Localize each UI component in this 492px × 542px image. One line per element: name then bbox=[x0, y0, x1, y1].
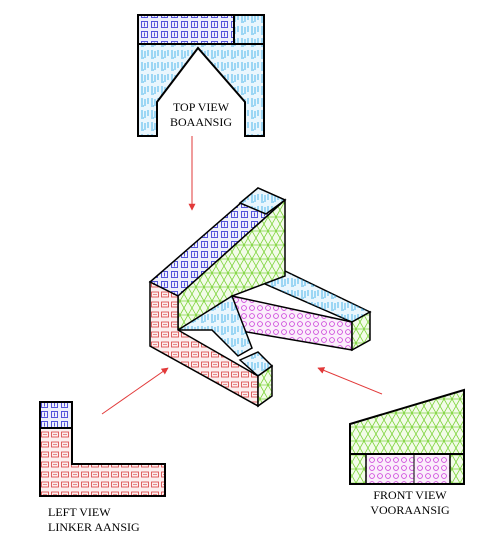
left-view-outline bbox=[39, 401, 166, 497]
top-view-outline bbox=[137, 14, 265, 137]
iso-right-arm-end-hatch bbox=[351, 310, 371, 352]
front-view-magenta-hatch bbox=[366, 454, 450, 484]
top-view-label-en: TOP VIEW bbox=[173, 100, 230, 114]
isometric-object bbox=[148, 187, 372, 408]
iso-inner-cyan-hatch bbox=[175, 294, 253, 357]
arrow-front-to-iso bbox=[317, 367, 383, 395]
arrow-left-to-iso bbox=[101, 367, 169, 415]
top-view-blue-hatch bbox=[138, 15, 234, 44]
front-view-outline bbox=[349, 388, 465, 485]
front-view-label-en: FRONT VIEW bbox=[373, 488, 447, 502]
top-view: TOP VIEW BOAANSIG bbox=[137, 14, 265, 137]
iso-front-end-hatch bbox=[257, 364, 273, 408]
top-view-label-af: BOAANSIG bbox=[170, 115, 232, 129]
front-view-left-end-hatch bbox=[350, 454, 366, 484]
left-view-blue-hatch bbox=[40, 402, 72, 428]
left-view-label-af: LINKER AANSIG bbox=[48, 520, 140, 534]
left-view-red-hatch bbox=[40, 428, 165, 496]
front-view-green-hatch bbox=[350, 390, 464, 454]
front-view-label-af: VOORAANSIG bbox=[370, 503, 450, 517]
left-view-label-en: LEFT VIEW bbox=[48, 505, 111, 519]
top-view-notch bbox=[157, 48, 245, 136]
front-view: FRONT VIEW VOORAANSIG bbox=[349, 388, 465, 517]
front-view-right-end-hatch bbox=[450, 454, 464, 484]
left-view: LEFT VIEW LINKER AANSIG bbox=[39, 401, 166, 534]
